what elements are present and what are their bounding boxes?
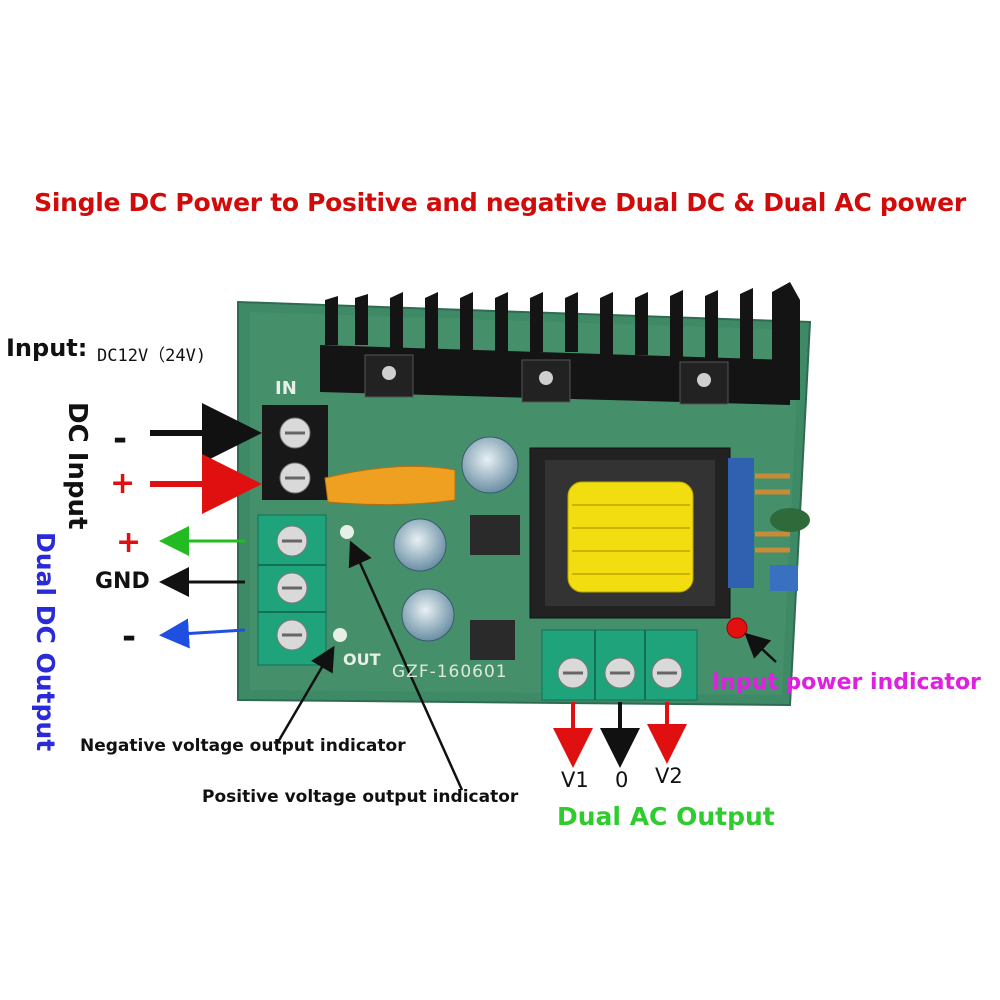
dc-input-minus-sign: -: [113, 419, 128, 459]
input-label: Input:: [6, 334, 88, 362]
dc-input-label: DC Input: [62, 402, 92, 530]
ac-v1-label: V1: [561, 768, 589, 792]
dual-dc-output-label: Dual DC Output: [31, 532, 60, 752]
negative-indicator-pointer: [276, 645, 335, 743]
dc-output-gnd-label: GND: [95, 569, 150, 594]
page-title: Single DC Power to Positive and negative…: [34, 188, 966, 217]
board-out-mark: OUT: [343, 650, 381, 669]
dc-output-minus-sign: -: [122, 617, 137, 657]
positive-indicator-pointer: [348, 540, 464, 791]
input-terminal: [262, 405, 328, 500]
ac-v2-label: V2: [655, 764, 683, 788]
negative-indicator-label: Negative voltage output indicator: [80, 736, 406, 756]
dc-output-plus-sign: +: [116, 525, 142, 560]
input-power-indicator-label: Input power indicator: [712, 670, 981, 695]
dc-output-minus-arrow: [159, 618, 246, 649]
transformer: [529, 447, 731, 619]
ac-zero-label: 0: [615, 768, 629, 792]
dc-output-terminal: [257, 514, 327, 666]
dc-input-plus-sign: +: [110, 466, 136, 501]
ac-output-terminal: [541, 629, 698, 701]
positive-indicator-label: Positive voltage output indicator: [202, 787, 519, 807]
input-value: DC12V（24V): [97, 346, 207, 366]
board-in-mark: IN: [275, 378, 297, 399]
board-id: GZF-160601: [392, 662, 508, 682]
dual-ac-output-label: Dual AC Output: [557, 802, 775, 831]
input-power-pointer: [744, 632, 777, 663]
